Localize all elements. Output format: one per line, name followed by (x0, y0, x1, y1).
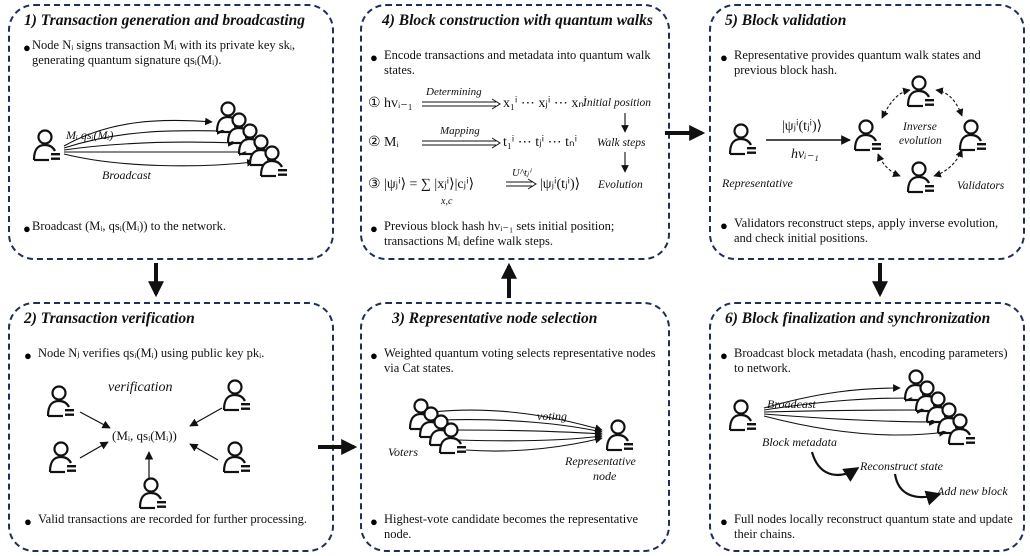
bullet-text: Weighted quantum voting selects represen… (384, 346, 656, 375)
hash-term: ① hvᵢ₋₁ (368, 96, 413, 111)
bullet-text: Full nodes locally reconstruct quantum s… (734, 512, 1013, 541)
svg-text:●: ● (24, 514, 32, 529)
evolution-operator: U^tⱼⁱ (512, 168, 531, 179)
panel-block-validation: 5) Block validation (709, 4, 1025, 260)
inverse-evolution-label: Inverse (903, 121, 937, 133)
voting-label: voting (537, 409, 567, 423)
broadcast-label: Broadcast (767, 397, 816, 411)
state-label: |ψⱼⁱ(tⱼⁱ)⟩ (782, 119, 823, 134)
initial-position-label: Initial position (583, 97, 652, 109)
bullet-text: Broadcast (Mᵢ, qsᵢ(Mᵢ)) to the network. (32, 219, 226, 233)
bullet-text: Previous block hash hvᵢ₋₁ sets initial p… (384, 219, 615, 248)
panel-representative-selection: 3) Representative node selection (360, 302, 670, 552)
crowd-icon (947, 412, 977, 446)
state-definition: ③ |ψⱼⁱ⟩ = ∑ |xⱼⁱ⟩|cⱼⁱ⟩ (368, 177, 475, 192)
sum-subscript: x,c (441, 196, 453, 207)
message-label: Mᵢ qsᵢ(Mᵢ) (66, 128, 114, 142)
evolved-state: |ψⱼⁱ(tⱼⁱ)⟩ (540, 177, 581, 192)
bullet-text: Broadcast block metadata (hash, encoding… (734, 346, 1008, 375)
svg-text:●: ● (720, 50, 728, 65)
svg-text:●: ● (370, 50, 378, 65)
svg-text:●: ● (370, 348, 378, 363)
panel-title: 2) Transaction verification (24, 310, 195, 327)
panel-block-finalization: 6) Block finalization and synchronizatio… (709, 302, 1025, 552)
walk-steps-label: Walk steps (597, 137, 646, 149)
broadcast-label: Broadcast (102, 168, 151, 182)
mapping-label: Mapping (440, 125, 480, 137)
svg-text:●: ● (720, 348, 728, 363)
bullet-text: Node Nᵢ signs transaction Mᵢ with its pr… (32, 38, 296, 67)
bullet-text: Node Nⱼ verifies qsᵢ(Mᵢ) using public ke… (38, 346, 265, 360)
svg-text:●: ● (720, 218, 728, 233)
svg-text:●: ● (720, 514, 728, 529)
step-sequence: t₁ⁱ ⋯ tⱼⁱ ⋯ tₙⁱ (503, 135, 578, 150)
representative-label-line2: node (593, 469, 617, 483)
svg-text:●: ● (370, 221, 378, 236)
svg-text:●: ● (370, 514, 378, 529)
voters-label: Voters (388, 445, 418, 459)
position-sequence: x₁ⁱ ⋯ xⱼⁱ ⋯ xₙⁱ (503, 96, 587, 111)
bullet-text: Valid transactions are recorded for furt… (38, 512, 307, 526)
panel-title: 1) Transaction generation and broadcasti… (24, 12, 306, 29)
determining-label: Determining (426, 86, 482, 98)
bullet-text: Encode transactions and metadata into qu… (384, 48, 651, 77)
validators-label: Validators (957, 180, 1005, 192)
message-term: ② Mᵢ (368, 135, 399, 150)
svg-text:●: ● (24, 348, 32, 363)
svg-text:●: ● (23, 221, 31, 236)
transaction-signature: (Mᵢ, qsᵢ(Mᵢ)) (112, 428, 177, 443)
evolution-label: Evolution (598, 179, 643, 191)
add-new-block-label: Add new block (937, 484, 1008, 498)
panel-transaction-generation: 1) Transaction generation and broadcasti… (8, 4, 334, 260)
panel-title: 4) Block construction with quantum walks (382, 12, 653, 29)
verification-label: verification (108, 380, 173, 395)
representative-label: Representative (722, 176, 793, 190)
panel-transaction-verification: 2) Transaction verification (8, 302, 334, 552)
inverse-evolution-label-line2: evolution (899, 135, 942, 147)
hash-label: hvᵢ₋₁ (791, 147, 819, 162)
bullet-text: Representative provides quantum walk sta… (734, 48, 981, 77)
block-metadata-label: Block metadata (762, 435, 837, 449)
reconstruct-state-label: Reconstruct state (860, 459, 943, 473)
bullet-text: Validators reconstruct steps, apply inve… (734, 216, 999, 245)
panel-title: 6) Block finalization and synchronizatio… (725, 310, 991, 327)
representative-label: Representative (565, 454, 636, 468)
svg-text:●: ● (23, 40, 31, 55)
person-icon (728, 398, 758, 432)
bullet-text: Highest-vote candidate becomes the repre… (384, 512, 639, 541)
panel-title: 5) Block validation (725, 12, 847, 29)
panel-title: 3) Representative node selection (392, 310, 598, 327)
